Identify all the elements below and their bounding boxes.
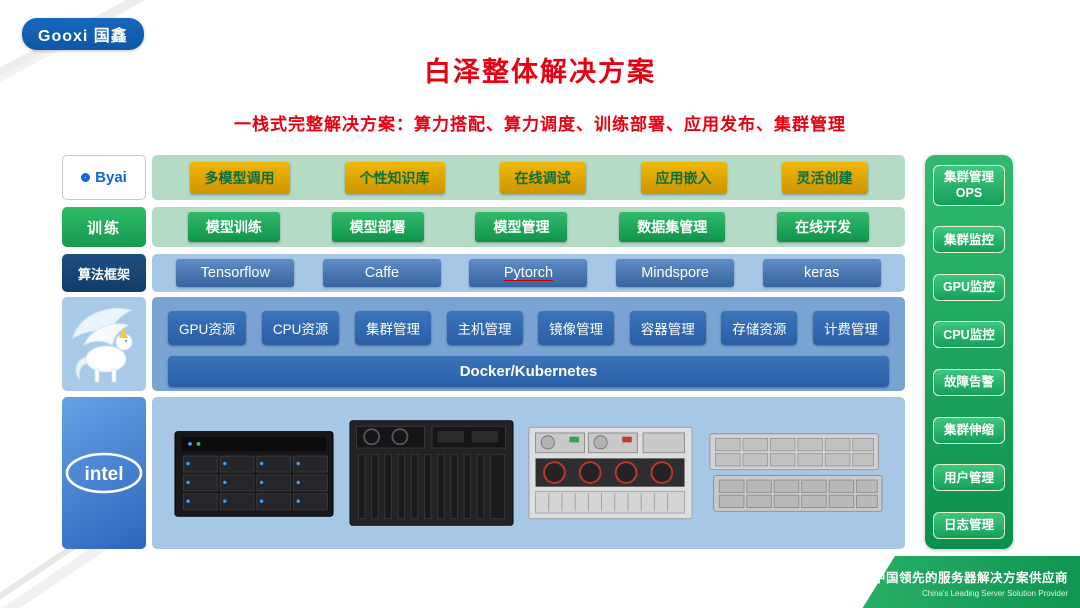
resource-host-manage: 主机管理 xyxy=(446,311,523,345)
training-label-box: 训练 xyxy=(62,207,146,247)
unicorn-illustration xyxy=(71,307,134,383)
footer-ribbon: 中国领先的服务器解决方案供应商 China's Leading Server S… xyxy=(862,556,1080,608)
train-block-model-manage: 模型管理 xyxy=(475,212,568,242)
byai-label: Byai xyxy=(95,169,127,186)
framework-keras: keras xyxy=(762,259,881,287)
train-block-online-dev: 在线开发 xyxy=(777,212,870,242)
resource-cpu: CPU资源 xyxy=(261,311,340,345)
server-image-4u-front xyxy=(174,431,334,517)
framework-tensorflow: Tensorflow xyxy=(176,259,295,287)
sidebar-cpu-monitor: CPU监控 xyxy=(933,321,1005,349)
server-image-2u-stack xyxy=(708,433,883,512)
gooxi-logo: Gooxi 国鑫 xyxy=(22,18,144,50)
train-block-model-deploy: 模型部署 xyxy=(331,212,424,242)
framework-label-box: 算法框架 xyxy=(62,254,146,292)
app-block-online-debug: 在线调试 xyxy=(499,161,586,194)
train-block-dataset-manage: 数据集管理 xyxy=(619,212,726,242)
page-subtitle: 一栈式完整解决方案：算力搭配、算力调度、训练部署、应用发布、集群管理 xyxy=(234,115,846,134)
sidebar-log-manage: 日志管理 xyxy=(933,511,1005,539)
application-layer-band: 多模型调用 个性知识库 在线调试 应用嵌入 灵活创建 xyxy=(152,155,905,200)
footer-tagline-en: China's Leading Server Solution Provider xyxy=(921,588,1068,598)
byai-label-box: Byai xyxy=(62,155,146,200)
intel-logo-icon: intel xyxy=(65,452,143,494)
train-block-model-training: 模型训练 xyxy=(187,212,280,242)
sidebar-user-manage: 用户管理 xyxy=(933,464,1005,492)
resource-billing: 计费管理 xyxy=(812,311,889,345)
server-image-rear-light xyxy=(528,426,693,520)
sidebar-cluster-ops: 集群管理 OPS xyxy=(933,165,1005,206)
app-block-app-embed: 应用嵌入 xyxy=(640,161,727,194)
intel-logo-box: intel xyxy=(62,397,146,549)
training-layer-band: 模型训练 模型部署 模型管理 数据集管理 在线开发 xyxy=(152,207,905,247)
app-block-multi-model: 多模型调用 xyxy=(189,161,290,194)
sidebar-cluster-monitor: 集群监控 xyxy=(933,226,1005,254)
resource-container-manage: 容器管理 xyxy=(629,311,706,345)
resource-image-manage: 镜像管理 xyxy=(538,311,615,345)
sidebar-cluster-scaling: 集群伸缩 xyxy=(933,416,1005,444)
hardware-band xyxy=(152,397,905,549)
page-title: 白泽整体解决方案 xyxy=(424,57,656,87)
resource-gpu: GPU资源 xyxy=(168,311,247,345)
resource-blocks-row: GPU资源 CPU资源 集群管理 主机管理 镜像管理 容器管理 存储资源 计费管… xyxy=(152,297,905,345)
intel-logo-text: intel xyxy=(84,464,123,485)
framework-mindspore: Mindspore xyxy=(616,259,735,287)
resource-layer-band: GPU资源 CPU资源 集群管理 主机管理 镜像管理 容器管理 存储资源 计费管… xyxy=(152,297,905,391)
framework-pytorch: Pytorch xyxy=(469,259,588,287)
ops-sidebar: 集群管理 OPS 集群监控 GPU监控 CPU监控 故障告警 集群伸缩 用户管理… xyxy=(925,155,1013,549)
footer-tagline-cn: 中国领先的服务器解决方案供应商 xyxy=(872,570,1068,585)
framework-caffe: Caffe xyxy=(322,259,441,287)
resource-cluster-manage: 集群管理 xyxy=(354,311,431,345)
sidebar-fault-alert: 故障告警 xyxy=(933,369,1005,397)
resource-storage: 存储资源 xyxy=(721,311,798,345)
app-block-flexible-create: 灵活创建 xyxy=(781,161,868,194)
server-image-rear-dark xyxy=(349,420,514,526)
framework-layer-band: Tensorflow Caffe Pytorch Mindspore keras xyxy=(152,254,905,292)
docker-kubernetes-bar: Docker/Kubernetes xyxy=(168,356,889,387)
unicorn-mascot-image xyxy=(62,297,146,391)
app-block-knowledge-base: 个性知识库 xyxy=(344,161,445,194)
sidebar-gpu-monitor: GPU监控 xyxy=(933,273,1005,301)
byai-logo-icon xyxy=(81,173,91,182)
